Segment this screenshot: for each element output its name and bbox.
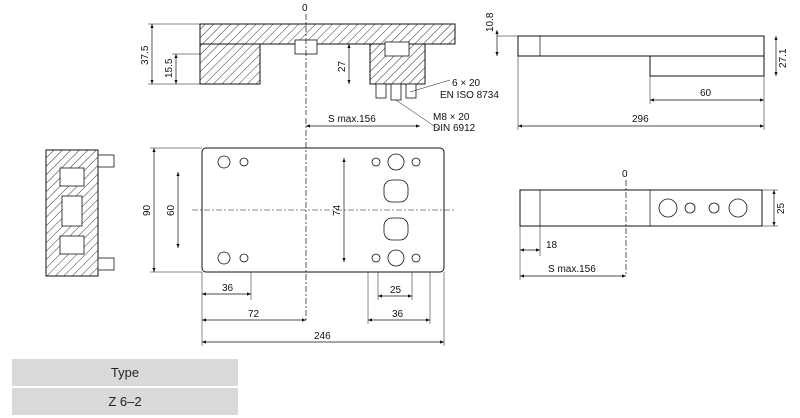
dim-zero-top: 0 (302, 3, 308, 14)
callout-screw-size: 6 × 20 (452, 78, 481, 89)
dim-296: 296 (632, 114, 649, 125)
type-table: Type Z 6–2 (12, 359, 240, 415)
dim-246: 246 (314, 331, 331, 342)
type-value: Z 6–2 (12, 388, 240, 415)
dim-36-right: 36 (392, 309, 404, 320)
dim-25-right: 25 (776, 202, 787, 214)
dim-s-max-top: S max.156 (328, 114, 376, 125)
dim-18: 18 (546, 240, 558, 251)
dim-36-left: 36 (222, 283, 234, 294)
dim-72: 72 (248, 309, 260, 320)
callout-bolt-size: M8 × 20 (433, 112, 470, 123)
top-section-view (148, 14, 456, 131)
dim-15-5: 15.5 (164, 58, 175, 78)
dim-60-top: 60 (700, 88, 712, 99)
left-end-view (45, 149, 115, 277)
dim-27-1: 27.1 (778, 48, 789, 68)
dim-27: 27 (337, 60, 348, 72)
dim-zero-right: 0 (622, 169, 628, 180)
side-view-bottom (519, 180, 778, 280)
dim-37-5: 37.5 (140, 45, 151, 65)
dim-25-bottom: 25 (390, 285, 402, 296)
dim-s-max-right: S max.156 (548, 264, 596, 275)
type-header-row: Type (12, 359, 240, 386)
side-view-top (495, 30, 778, 130)
dim-10-8: 10.8 (485, 12, 496, 32)
callout-bolt-std: DIN 6912 (433, 123, 476, 134)
callout-screw-std: EN ISO 8734 (440, 90, 499, 101)
dim-74: 74 (332, 204, 343, 216)
type-value-row: Z 6–2 (12, 388, 240, 415)
dim-90: 90 (142, 204, 153, 216)
main-plan-view (150, 118, 454, 346)
type-header: Type (12, 359, 240, 386)
dim-60-left: 60 (166, 204, 177, 216)
